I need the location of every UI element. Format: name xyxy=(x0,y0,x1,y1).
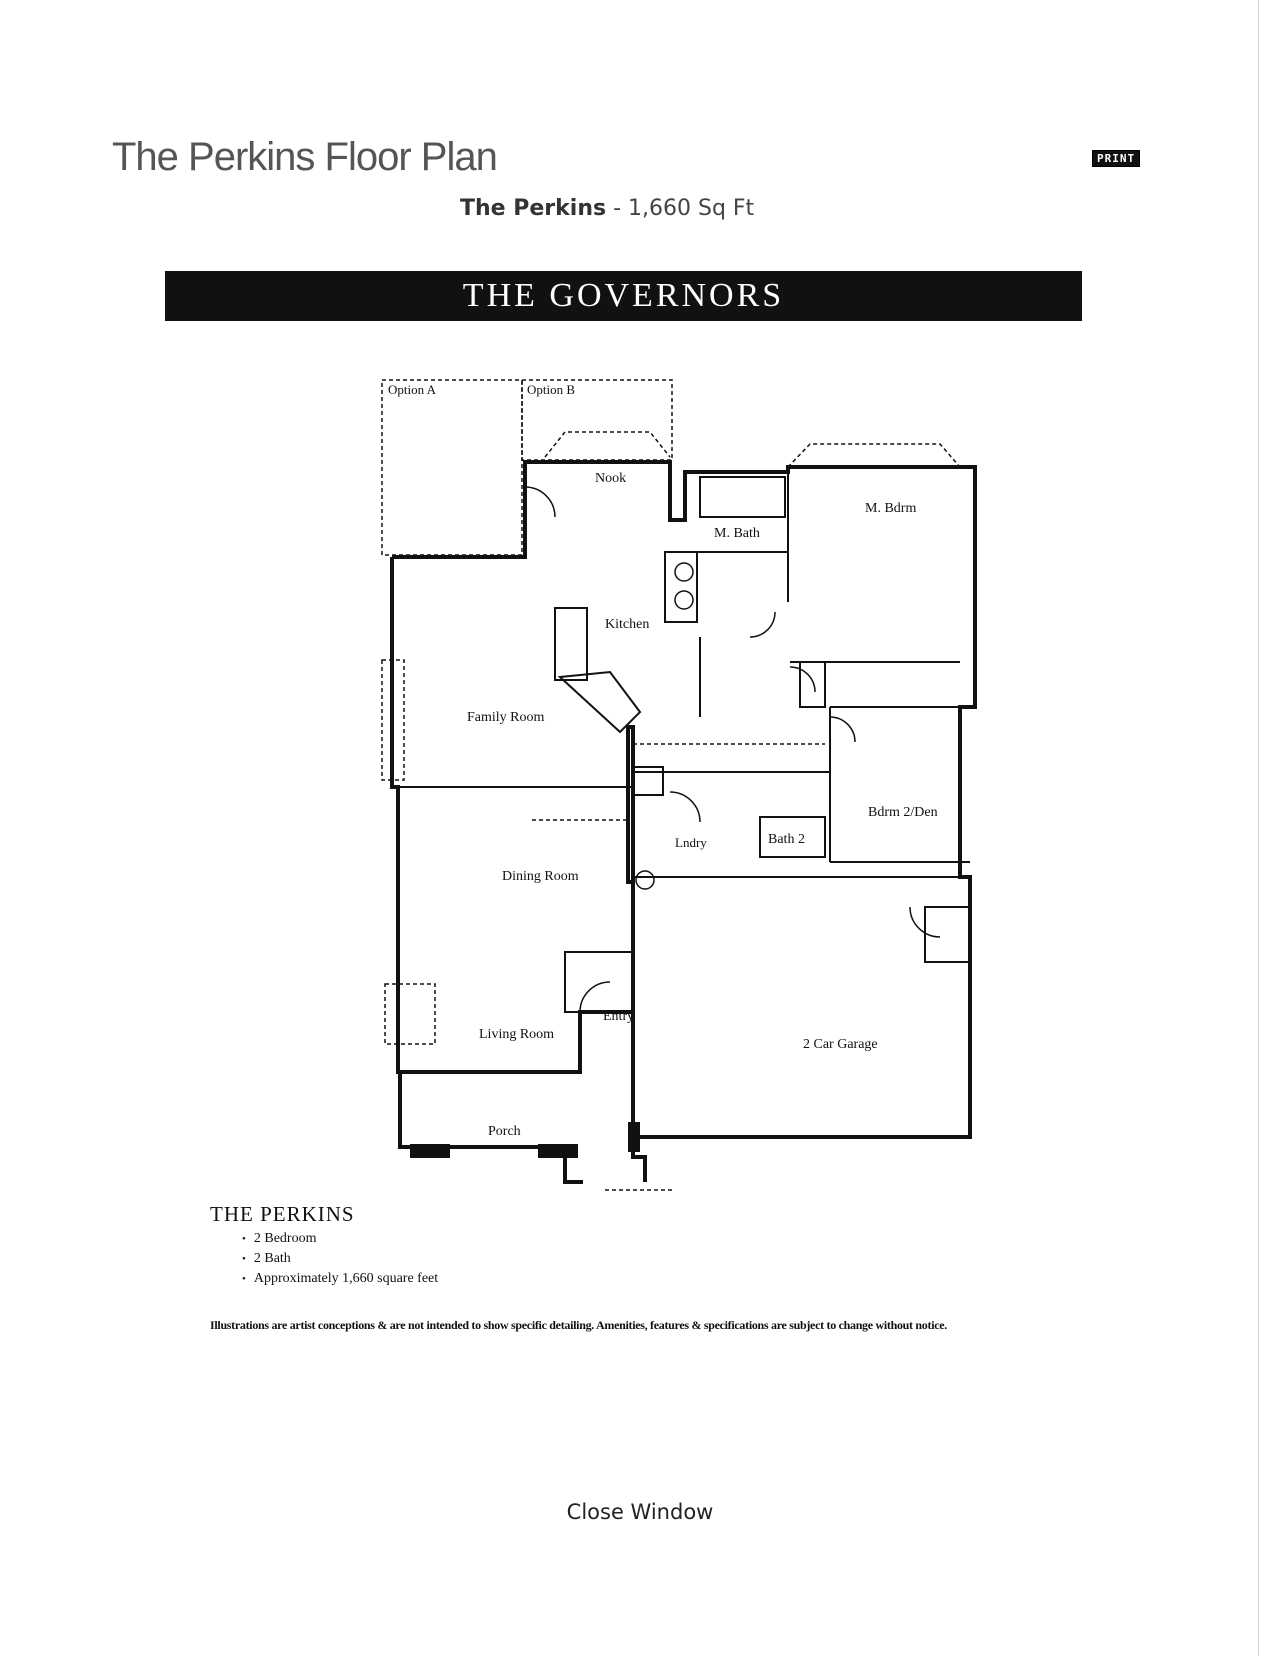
hall-door xyxy=(789,666,816,693)
kitchen-label: Kitchen xyxy=(605,617,649,632)
floor-plan-image: Option A Option B Nook M. Bath M. Bdrm K… xyxy=(370,372,1010,1222)
shower-stall xyxy=(699,476,786,518)
entry-closet xyxy=(564,951,634,1013)
page-edge-line xyxy=(1258,0,1259,1656)
wall-west-south xyxy=(390,557,635,1137)
fireplace-outline-2 xyxy=(384,983,436,1045)
plan-subtitle: The Perkins - 1,660 Sq Ft xyxy=(460,196,754,221)
option-b-label: Option B xyxy=(527,382,575,397)
feature-item: 2 Bedroom xyxy=(242,1231,438,1247)
kitchen-peninsula xyxy=(557,670,642,734)
m-bath-label: M. Bath xyxy=(714,526,760,541)
dining-room-label: Dining Room xyxy=(502,869,579,884)
family-room-label: Family Room xyxy=(467,710,545,725)
porch-post-right xyxy=(628,1122,640,1152)
closet-box xyxy=(799,661,826,708)
plan-summary-title: THE PERKINS xyxy=(210,1202,355,1226)
bath-2-label: Bath 2 xyxy=(768,832,805,847)
living-room-label: Living Room xyxy=(479,1027,554,1042)
kitchen-range xyxy=(664,551,698,623)
print-button[interactable]: PRINT xyxy=(1092,150,1141,167)
entry-label: Entry xyxy=(603,1009,634,1024)
brochure-banner: THE GOVERNORS xyxy=(165,271,1082,321)
plan-summary: THE PERKINS 2 Bedroom 2 Bath Approximate… xyxy=(210,1202,438,1291)
bdrm2-door xyxy=(829,716,856,743)
laundry-label: Lndry xyxy=(675,835,707,850)
subtitle-square-footage: - 1,660 Sq Ft xyxy=(613,196,755,221)
nook-label: Nook xyxy=(595,471,626,486)
exterior-walls xyxy=(390,460,977,1184)
feature-item: Approximately 1,660 square feet xyxy=(242,1271,438,1287)
option-a-outline xyxy=(381,379,523,556)
laundry-door xyxy=(669,791,701,823)
porch-label: Porch xyxy=(488,1124,521,1139)
banner-title: THE GOVERNORS xyxy=(462,277,785,314)
nook-door xyxy=(524,486,556,518)
feature-item: 2 Bath xyxy=(242,1251,438,1267)
bdrm-2-den-label: Bdrm 2/Den xyxy=(868,805,938,820)
entry-door xyxy=(579,981,611,1013)
kitchen-island xyxy=(554,607,588,681)
burner-1 xyxy=(674,562,694,582)
water-heater xyxy=(635,870,655,890)
floor-plan-drawing: Option A Option B Nook M. Bath M. Bdrm K… xyxy=(381,379,977,1191)
garage-label: 2 Car Garage xyxy=(803,1037,878,1052)
garage-side-door xyxy=(909,906,941,938)
bath2-label-box xyxy=(759,816,826,858)
bdrm-bay-window xyxy=(787,443,961,468)
disclaimer-text: Illustrations are artist conceptions & a… xyxy=(210,1318,947,1332)
porch-planter-right xyxy=(538,1144,578,1158)
wall-accents xyxy=(410,1122,640,1158)
door-swings xyxy=(524,486,941,1013)
feature-list: 2 Bedroom 2 Bath Approximately 1,660 squ… xyxy=(242,1231,438,1287)
close-window-link[interactable]: Close Window xyxy=(566,1500,714,1524)
mbdrm-door xyxy=(749,611,776,638)
subtitle-plan-name: The Perkins xyxy=(460,196,607,221)
porch-planter-left xyxy=(410,1144,450,1158)
option-a-label: Option A xyxy=(388,382,437,397)
burner-2 xyxy=(674,590,694,610)
laundry-box xyxy=(632,766,664,796)
interior-walls xyxy=(398,472,971,1013)
side-door-box xyxy=(924,906,971,963)
page-title: The Perkins Floor Plan xyxy=(112,135,498,179)
nook-bay-window xyxy=(544,431,671,458)
m-bdrm-label: M. Bdrm xyxy=(865,501,916,516)
